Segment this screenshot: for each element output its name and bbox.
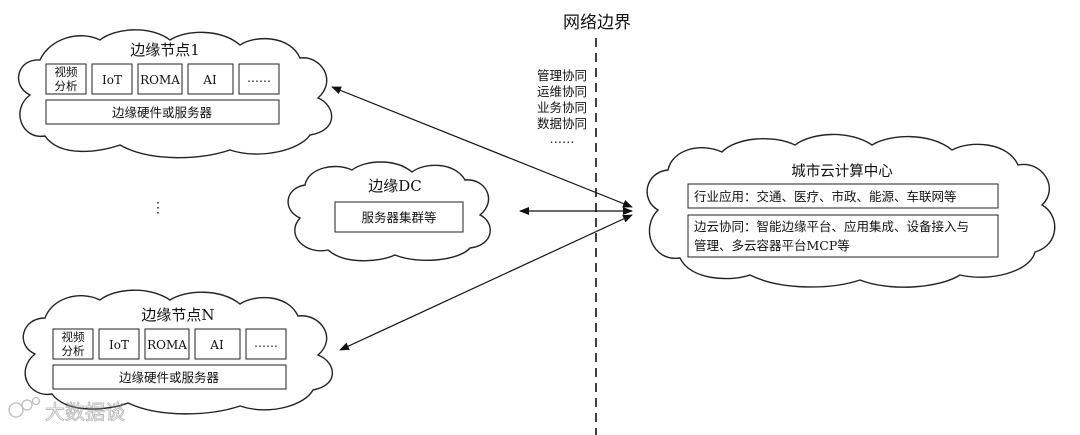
arrow-edge-node-n-to-city-cloud bbox=[339, 214, 633, 351]
watermark-logo-icon bbox=[21, 399, 33, 411]
module-box-iot bbox=[98, 328, 140, 360]
module-label: AI bbox=[209, 338, 224, 352]
edge-hardware-box bbox=[52, 364, 287, 390]
edge-cloud-collab-box bbox=[687, 214, 999, 258]
module-box-more bbox=[238, 63, 280, 95]
module-label: IoT bbox=[109, 338, 129, 352]
collab-line: 业务协同 bbox=[537, 100, 587, 115]
watermark-logo-icon bbox=[8, 402, 24, 418]
edge-node-n: 边缘节点N 视频 分析 IoT ROMA AI …… 边缘硬件或服务器 bbox=[52, 306, 287, 390]
edge-hardware-label: 边缘硬件或服务器 bbox=[112, 105, 213, 120]
edge-node-n-title: 边缘节点N bbox=[141, 306, 214, 324]
module-label: ROMA bbox=[147, 338, 187, 352]
industry-apps-label: 行业应用：交通、医疗、市政、能源、车联网等 bbox=[694, 189, 957, 204]
module-box-iot bbox=[91, 63, 133, 95]
edge-cloud-collab-line: 边云协同：智能边缘平台、应用集成、设备接入与 bbox=[694, 219, 969, 234]
edge-hardware-label: 边缘硬件或服务器 bbox=[119, 370, 220, 385]
module-box-roma bbox=[137, 63, 183, 95]
edge-dc-title: 边缘DC bbox=[368, 177, 422, 195]
module-label-line: 视频 bbox=[62, 330, 85, 344]
collab-line: 数据协同 bbox=[537, 116, 587, 131]
module-label-line: 分析 bbox=[62, 344, 85, 358]
watermark-logo-icon bbox=[31, 396, 41, 406]
vertical-ellipsis: ⋮ bbox=[151, 200, 165, 216]
edge-node-1: 边缘节点1 视频 分析 IoT ROMA AI …… 边缘硬件或服务器 bbox=[45, 41, 280, 125]
watermark-text: 大数据谈 bbox=[45, 400, 125, 424]
module-label: AI bbox=[202, 73, 217, 87]
module-box-more bbox=[245, 328, 287, 360]
module-label: …… bbox=[254, 336, 278, 350]
module-box-video-analysis bbox=[45, 63, 87, 95]
module-label: ROMA bbox=[140, 73, 180, 87]
city-cloud-center: 城市云计算中心 行业应用：交通、医疗、市政、能源、车联网等 边云协同：智能边缘平… bbox=[687, 163, 999, 258]
edge-dc: 边缘DC 服务器集群等 bbox=[334, 177, 464, 233]
module-box-ai bbox=[187, 63, 234, 95]
edge-hardware-box bbox=[45, 99, 280, 125]
watermark: 大数据谈 bbox=[8, 396, 125, 424]
collab-line: …… bbox=[550, 131, 575, 146]
collab-line: 运维协同 bbox=[537, 84, 587, 99]
network-boundary-title: 网络边界 bbox=[563, 13, 631, 33]
collaboration-list: 管理协同 运维协同 业务协同 数据协同 …… bbox=[537, 68, 587, 146]
arrow-edge-node-1-to-city-cloud bbox=[331, 86, 633, 208]
edge-cloud-collab-line: 管理、多云容器平台MCP等 bbox=[694, 238, 850, 253]
city-cloud-cloud bbox=[646, 133, 1056, 288]
city-cloud-title: 城市云计算中心 bbox=[791, 163, 893, 180]
module-box-roma bbox=[144, 328, 190, 360]
module-box-video-analysis bbox=[52, 328, 94, 360]
server-cluster-label: 服务器集群等 bbox=[361, 210, 436, 225]
module-label: …… bbox=[247, 71, 271, 85]
server-cluster-box bbox=[334, 201, 464, 233]
module-label-line: 视频 bbox=[55, 65, 78, 79]
module-label: IoT bbox=[102, 73, 122, 87]
module-label-line: 分析 bbox=[55, 79, 78, 93]
edge-node-1-title: 边缘节点1 bbox=[130, 41, 200, 59]
industry-apps-box bbox=[687, 183, 999, 209]
module-box-ai bbox=[194, 328, 241, 360]
collab-line: 管理协同 bbox=[537, 68, 587, 83]
